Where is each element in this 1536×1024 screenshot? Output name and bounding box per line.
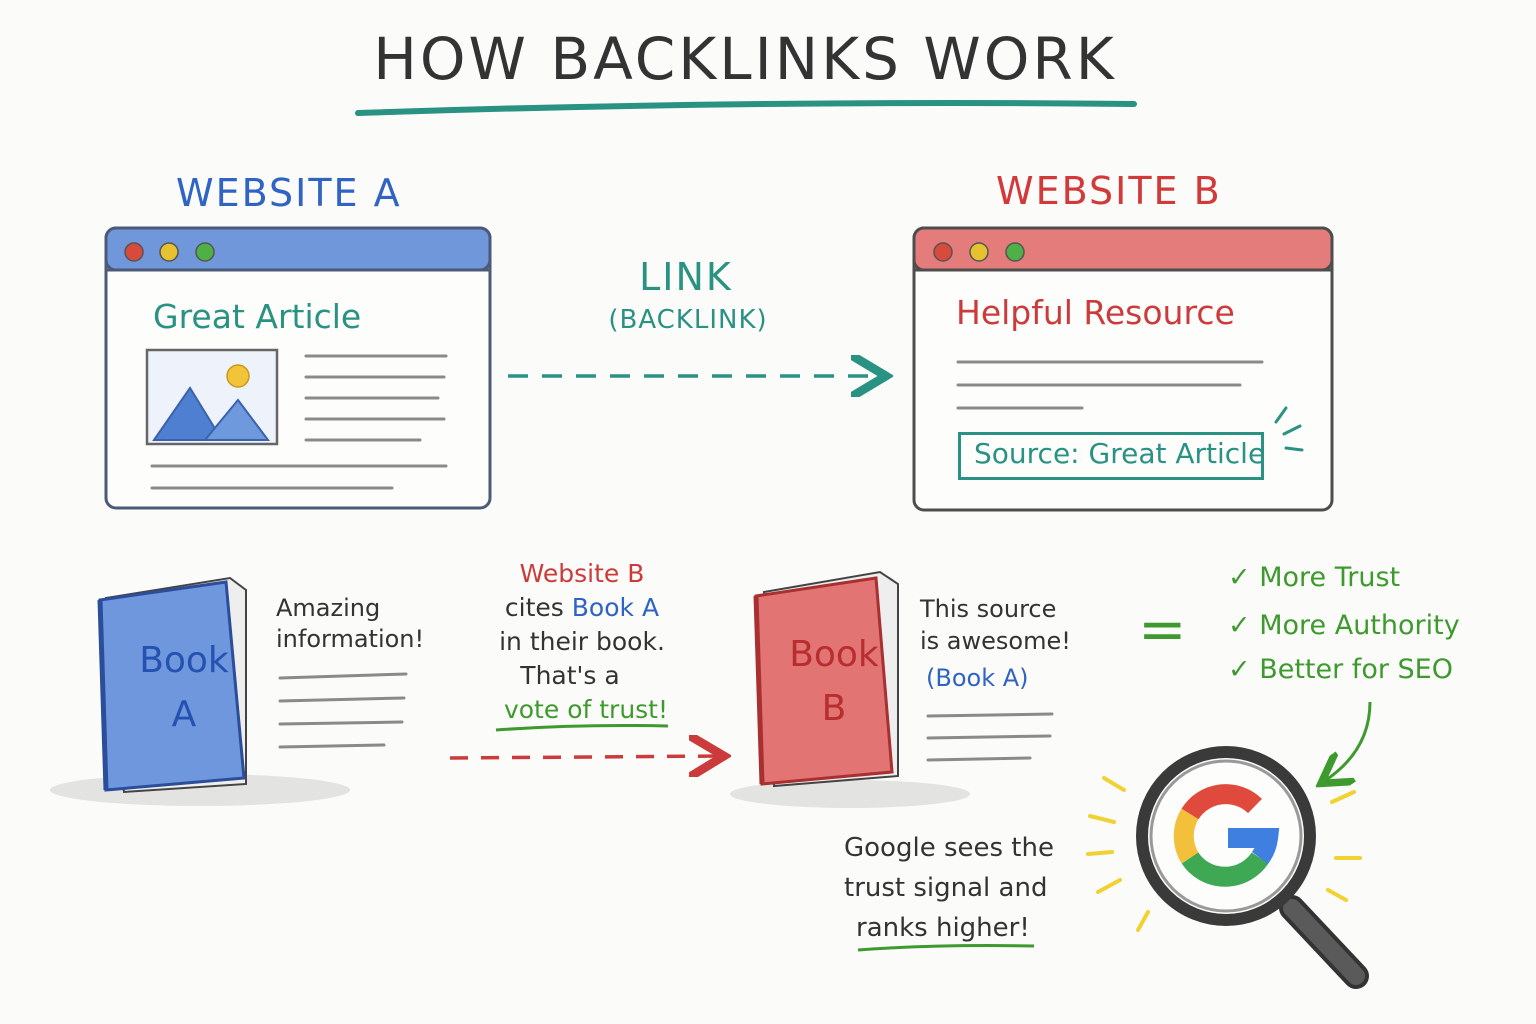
google-g-logo <box>1173 784 1280 887</box>
website-a-window <box>104 226 492 510</box>
maximize-dot <box>195 242 215 262</box>
book-b-note-line2: is awesome! <box>920 627 1071 655</box>
google-note-line3: ranks higher! <box>856 913 1030 943</box>
book-b-title-word: Book <box>789 634 879 675</box>
citation-line4: That's a <box>520 661 620 690</box>
magnifying-glass-icon <box>1086 746 1369 989</box>
citation-arrow <box>449 756 724 758</box>
citation-cites: cites <box>504 593 564 622</box>
highlight-rays <box>1274 406 1304 452</box>
website-a-label: Website A <box>176 171 402 215</box>
source-citation-box <box>958 432 1264 480</box>
benefit-more-authority: ✓ More Authority <box>1228 610 1460 641</box>
title-underline <box>355 100 1137 116</box>
benefit-arrow <box>1326 701 1372 780</box>
book-b-note-line3: (Book A) <box>926 664 1029 692</box>
image-placeholder-icon <box>145 348 279 446</box>
page-title: How Backlinks Work <box>373 25 1117 93</box>
website-a-heading: Great Article <box>153 297 362 336</box>
close-dot <box>933 242 953 262</box>
glow-rays <box>1086 776 1362 932</box>
citation-line2: cites Book A <box>472 593 692 623</box>
maximize-dot <box>1005 242 1025 262</box>
resource-text-lines <box>956 360 1264 410</box>
website-b-window <box>912 226 1334 512</box>
book-b-note-line1: This source <box>920 595 1057 623</box>
website-b-label: Website B <box>996 169 1222 213</box>
book-b-title-letter: B <box>821 688 847 729</box>
minimize-dot <box>159 242 179 262</box>
close-dot <box>124 242 144 262</box>
backlink-label: (BACKLINK) <box>608 305 768 335</box>
book-a-note-line2: information! <box>276 625 425 653</box>
google-note-line2: trust signal and <box>844 873 1048 903</box>
book-b <box>730 570 970 808</box>
vote-underline <box>495 724 669 732</box>
source-citation-text: Source: Great Article <box>974 437 1266 470</box>
article-text-lines <box>150 354 448 490</box>
minimize-dot <box>969 242 989 262</box>
book-a <box>50 576 350 806</box>
citation-book-a: Book A <box>571 593 660 622</box>
citation-line5: vote of trust! <box>503 695 669 724</box>
citation-line3: in their book. <box>499 627 665 656</box>
book-a-title-letter: A <box>171 694 197 735</box>
book-a-title-word: Book <box>139 640 229 681</box>
equals-sign: = <box>1138 595 1187 663</box>
book-b-text-lines <box>926 712 1054 762</box>
citation-line1: Website B <box>519 559 645 588</box>
book-a-text-lines <box>278 672 408 749</box>
benefit-better-seo: ✓ Better for SEO <box>1228 654 1453 685</box>
website-b-heading: Helpful Resource <box>956 293 1235 332</box>
link-label: LINK <box>639 255 733 299</box>
book-a-note-line1: Amazing <box>276 594 381 622</box>
ranks-underline <box>857 944 1035 952</box>
benefit-more-trust: ✓ More Trust <box>1228 562 1401 593</box>
google-note-line1: Google sees the <box>844 833 1054 863</box>
